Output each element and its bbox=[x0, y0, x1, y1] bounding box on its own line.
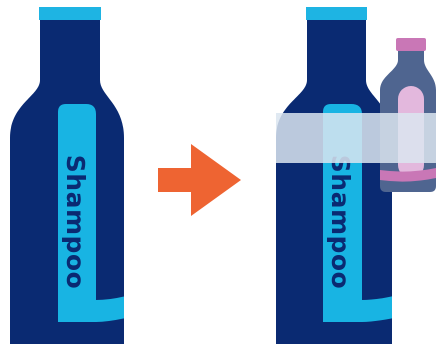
right-arrow-icon bbox=[158, 144, 241, 216]
small-bottle-cap bbox=[396, 38, 426, 51]
bottle-cap bbox=[39, 7, 101, 20]
bottle-label-text: Shampoo bbox=[326, 155, 355, 289]
shampoo-bottle-after: Shampoo bbox=[276, 7, 394, 344]
wrap-band bbox=[276, 113, 436, 163]
bottle-label-text: Shampoo bbox=[61, 155, 90, 289]
bottle-cap bbox=[306, 7, 367, 20]
shampoo-bottle-before: Shampoo bbox=[10, 7, 126, 344]
